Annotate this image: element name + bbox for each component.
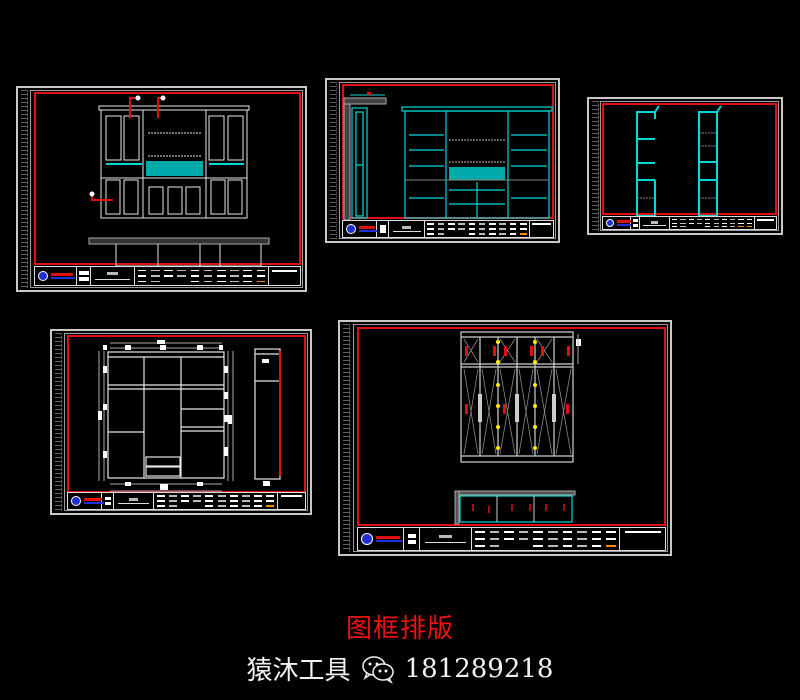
wechat-icon <box>361 655 395 684</box>
sheet-ruler <box>21 90 28 288</box>
sheet-ruler <box>343 324 350 552</box>
drawing-sheet-1[interactable] <box>16 86 307 292</box>
sheet-ruler <box>592 101 599 231</box>
print-frame <box>602 103 777 215</box>
sheet-ruler <box>55 333 62 511</box>
print-frame <box>34 92 301 265</box>
drawing-sheet-2[interactable] <box>325 78 560 243</box>
title-block <box>357 527 666 551</box>
drawing-sheet-5[interactable] <box>338 320 672 556</box>
wine-cabinet-elevation <box>88 95 270 267</box>
brand-name: 猿沐工具 <box>246 656 351 686</box>
title-block <box>342 220 554 238</box>
layout-title: 图框排版 <box>345 614 454 644</box>
title-block <box>34 266 301 286</box>
print-frame <box>357 327 666 526</box>
cabinet-elevation-cyan <box>343 92 553 221</box>
contact-number: 181289218 <box>404 653 554 684</box>
brand-contact-line: 猿沐工具 181289218 <box>0 650 800 687</box>
sheet-ruler <box>330 82 337 239</box>
title-block <box>67 492 306 510</box>
company-logo <box>35 267 77 285</box>
drawing-sheet-4[interactable] <box>50 329 312 515</box>
company-logo <box>358 528 404 550</box>
title-block <box>602 216 777 230</box>
drawing-sheet-3[interactable] <box>587 97 783 235</box>
company-logo <box>603 217 631 229</box>
folding-door-elevation <box>454 331 581 525</box>
company-logo <box>68 493 104 509</box>
company-logo <box>343 221 377 237</box>
wardrobe-elevation <box>98 340 281 492</box>
